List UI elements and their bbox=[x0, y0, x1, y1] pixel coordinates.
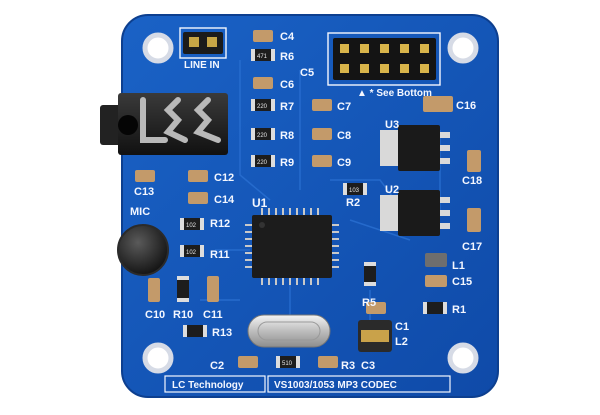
r7-code: 220 bbox=[257, 104, 268, 110]
label-c7: C7 bbox=[337, 101, 351, 113]
brand-bar bbox=[164, 375, 451, 393]
inductor-l2 bbox=[358, 320, 392, 352]
label-l2: L2 bbox=[395, 336, 408, 348]
u3-regulator bbox=[380, 125, 450, 171]
label-c3: C3 bbox=[361, 360, 375, 372]
microphone bbox=[117, 224, 169, 276]
pin-header bbox=[327, 32, 441, 86]
label-c9: C9 bbox=[337, 157, 351, 169]
see-bottom-label: ▲ * See Bottom bbox=[357, 88, 432, 99]
r2-code: 103 bbox=[349, 188, 360, 194]
mounting-hole-tr bbox=[447, 32, 479, 64]
label-c11: C11 bbox=[203, 309, 223, 321]
label-c6: C6 bbox=[280, 79, 294, 91]
label-c18: C18 bbox=[462, 175, 482, 187]
u2-regulator bbox=[380, 190, 450, 236]
smd-components bbox=[135, 30, 481, 368]
crystal bbox=[247, 314, 331, 348]
label-r8: R8 bbox=[280, 130, 294, 142]
label-c8: C8 bbox=[337, 130, 351, 142]
audio-jack bbox=[100, 93, 228, 155]
r6-code: 471 bbox=[257, 54, 268, 60]
label-c17: C17 bbox=[462, 241, 482, 253]
label-r12: R12 bbox=[210, 218, 230, 230]
label-r13: R13 bbox=[212, 327, 232, 339]
label-c13: C13 bbox=[134, 186, 154, 198]
mic-label: MIC bbox=[130, 206, 150, 218]
mounting-hole-br bbox=[447, 342, 479, 374]
label-c5: C5 bbox=[300, 67, 314, 79]
label-c15: C15 bbox=[452, 276, 472, 288]
u3-label: U3 bbox=[385, 119, 399, 131]
label-r5: R5 bbox=[362, 297, 376, 309]
label-c14: C14 bbox=[214, 194, 235, 206]
label-c16: C16 bbox=[456, 100, 476, 112]
label-r2: R2 bbox=[346, 197, 360, 209]
label-r3: R3 bbox=[341, 360, 355, 372]
r8-code: 220 bbox=[257, 133, 268, 139]
label-c1: C1 bbox=[395, 321, 409, 333]
r12-code: 102 bbox=[186, 223, 197, 229]
r9-code: 220 bbox=[257, 160, 268, 166]
r3-code: 510 bbox=[282, 361, 293, 367]
label-c12: C12 bbox=[214, 172, 234, 184]
label-r9: R9 bbox=[280, 157, 294, 169]
label-c10: C10 bbox=[145, 309, 165, 321]
label-c2: C2 bbox=[210, 360, 224, 372]
label-l1: L1 bbox=[452, 260, 465, 272]
u1-label: U1 bbox=[252, 196, 268, 210]
label-r7: R7 bbox=[280, 101, 294, 113]
r11-code: 102 bbox=[186, 250, 197, 256]
mounting-hole-bl bbox=[142, 342, 174, 374]
u2-label: U2 bbox=[385, 184, 399, 196]
brand-label: LC Technology bbox=[172, 380, 244, 391]
u1-chip bbox=[245, 208, 339, 285]
label-r11: R11 bbox=[210, 249, 230, 261]
mounting-hole-tl bbox=[142, 32, 174, 64]
label-c4: C4 bbox=[280, 31, 295, 43]
label-r1: R1 bbox=[452, 304, 466, 316]
label-r10: R10 bbox=[173, 309, 193, 321]
line-in-label: LINE IN bbox=[184, 60, 220, 71]
mounting-holes bbox=[142, 32, 479, 374]
product-label: VS1003/1053 MP3 CODEC bbox=[274, 380, 397, 391]
line-in-jumper bbox=[179, 27, 227, 59]
label-r6: R6 bbox=[280, 51, 294, 63]
